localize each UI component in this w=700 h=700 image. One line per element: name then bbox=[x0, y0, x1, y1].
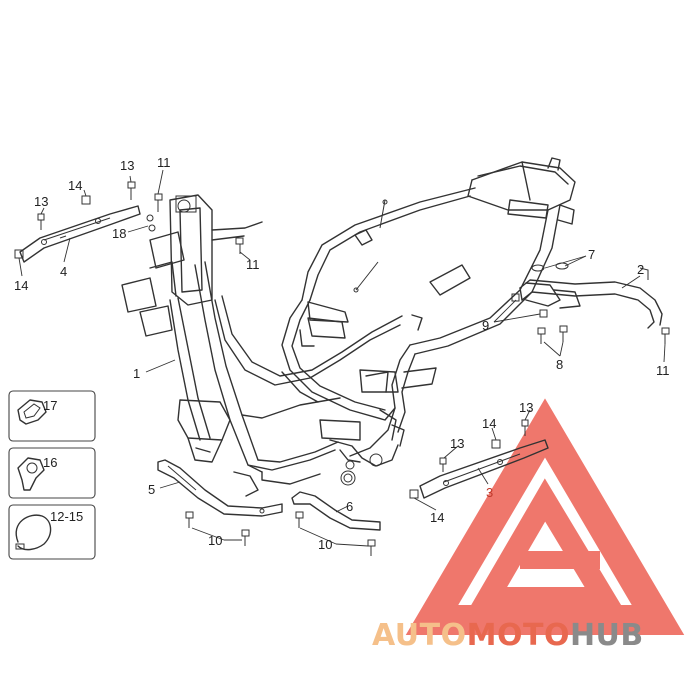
callout-13-head: 13 bbox=[120, 158, 134, 173]
main-frame-part bbox=[121, 157, 576, 497]
callout-17: 17 bbox=[43, 398, 57, 413]
watermark-moto: MOTO bbox=[466, 618, 570, 653]
bracket-part-6 bbox=[291, 470, 381, 556]
callout-16: 16 bbox=[43, 455, 57, 470]
inset-box-16 bbox=[8, 447, 96, 499]
watermark-hub: HUB bbox=[569, 618, 644, 653]
callout-18: 18 bbox=[112, 226, 126, 241]
callout-13-right: 13 bbox=[450, 436, 464, 451]
guard-part-2 bbox=[511, 262, 670, 344]
callout-1: 1 bbox=[133, 366, 140, 381]
watermark-auto: AUTO bbox=[372, 618, 467, 653]
callout-11-right: 11 bbox=[656, 363, 670, 378]
leader-lines bbox=[18, 169, 666, 547]
bracket-part-5 bbox=[157, 459, 283, 546]
watermark-triangle-logo bbox=[405, 398, 685, 635]
callout-10-left: 10 bbox=[208, 533, 222, 548]
callout-11-mid: 11 bbox=[246, 257, 260, 272]
callout-5: 5 bbox=[148, 482, 155, 497]
head-bolts bbox=[127, 181, 244, 254]
callout-3: 3 bbox=[486, 485, 493, 500]
callout-13-left: 13 bbox=[34, 194, 48, 209]
callout-8: 8 bbox=[556, 357, 563, 372]
callout-2: 2 bbox=[637, 262, 644, 277]
callout-12-15: 12-15 bbox=[50, 509, 83, 524]
callout-6: 6 bbox=[346, 499, 353, 514]
callout-7: 7 bbox=[588, 247, 595, 262]
callout-13-right-top: 13 bbox=[519, 400, 533, 415]
watermark-brand-text: AUTOMOTOHUB bbox=[372, 618, 644, 653]
callout-9: 9 bbox=[482, 318, 489, 333]
bracket-part-3 bbox=[409, 419, 549, 499]
callout-14-left: 14 bbox=[14, 278, 28, 293]
callout-14-right-top: 14 bbox=[482, 416, 496, 431]
inset-box-12-15 bbox=[8, 504, 96, 560]
callout-labels: 1 2 3 4 5 6 7 8 9 10 10 11 11 11 12-15 1… bbox=[14, 155, 670, 552]
callout-14-right: 14 bbox=[430, 510, 444, 525]
inset-box-17 bbox=[8, 390, 96, 442]
callout-4: 4 bbox=[60, 264, 67, 279]
callout-10-right: 10 bbox=[318, 537, 332, 552]
callout-14-top-left: 14 bbox=[68, 178, 82, 193]
callout-11-top: 11 bbox=[157, 155, 171, 170]
